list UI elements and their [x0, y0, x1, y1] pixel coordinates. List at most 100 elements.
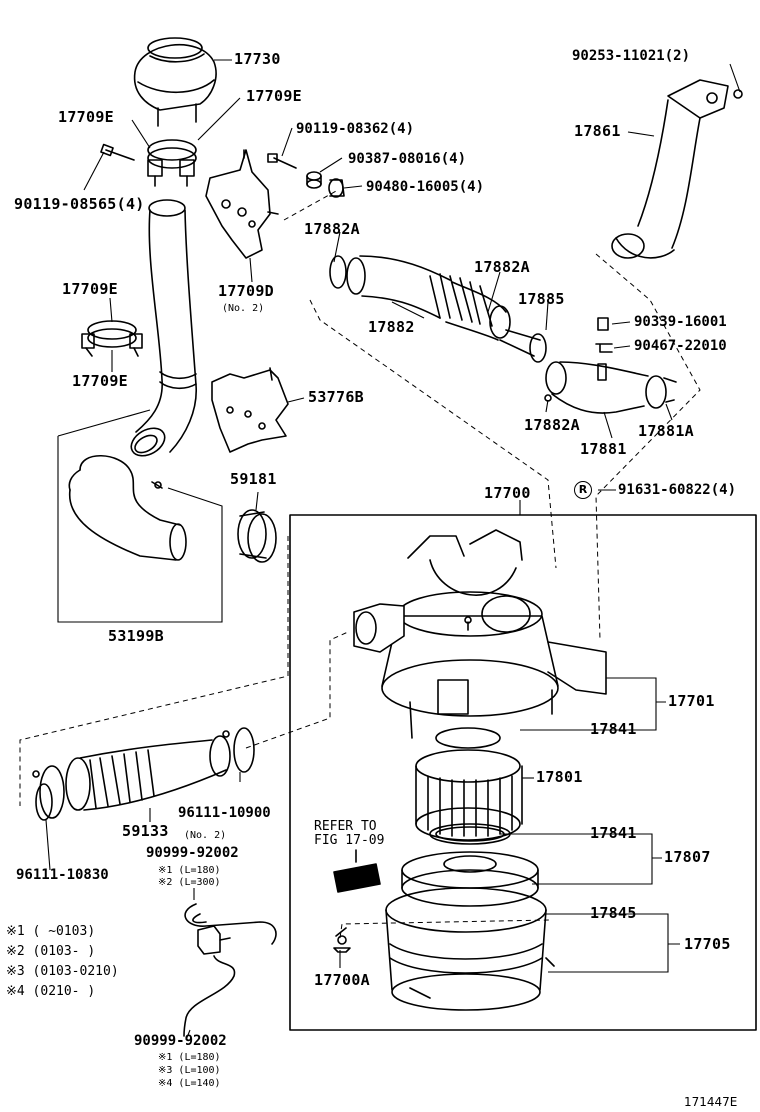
bracket-53776b-part — [212, 368, 288, 452]
gasket-17841-part — [430, 824, 510, 844]
label-59133-note: (No. 2) — [184, 830, 227, 841]
leader-90467 — [614, 346, 630, 348]
leader-90119-08362 — [282, 128, 292, 156]
label-17709e-b: 17709E — [246, 87, 302, 105]
leader-17709e-a — [132, 120, 150, 148]
dash-line-2 — [596, 254, 700, 640]
label-17841-a: 17841 — [590, 720, 637, 738]
label-17881: 17881 — [580, 440, 627, 458]
label-90999-b-note3: ※4 (L=140) — [158, 1078, 221, 1089]
intake-hose-left-part — [126, 200, 196, 461]
leader-90339 — [612, 322, 630, 324]
sheet-number: 171447E — [684, 1095, 738, 1109]
label-90999-b-note1: ※1 (L=180) — [158, 1052, 221, 1063]
dash-line-6 — [284, 190, 338, 220]
filter-17801-part — [416, 728, 522, 840]
cap-17807-part — [402, 852, 538, 906]
leader-59181 — [256, 492, 258, 510]
label-59133: 59133 — [122, 822, 169, 840]
label-90480-16005: 90480-16005(4) — [366, 179, 485, 195]
label-17709e-c: 17709E — [62, 280, 118, 298]
label-91631-60822: 91631-60822(4) — [618, 482, 737, 498]
hose-90999-92002-upper-part — [185, 904, 276, 944]
label-59181: 59181 — [230, 470, 277, 488]
label-17881a: 17881A — [638, 422, 694, 440]
label-53776b: 53776B — [308, 388, 364, 406]
duct-17882-part — [330, 256, 546, 362]
legend-line-1: ※1 ( ~0103) — [6, 924, 96, 939]
leader-17885 — [546, 302, 548, 330]
label-17730: 17730 — [234, 50, 281, 68]
label-17705: 17705 — [684, 935, 731, 953]
leader-90119-08565 — [84, 152, 104, 190]
label-17845: 17845 — [590, 904, 637, 922]
bolt-90119-08362-part — [268, 154, 296, 168]
refer-text-line2: FIG 17-09 — [314, 833, 385, 848]
label-53199b: 53199B — [108, 627, 164, 645]
case-17705-part — [334, 888, 554, 1010]
label-17701: 17701 — [668, 692, 715, 710]
label-17700: 17700 — [484, 484, 531, 502]
leader-90999-b — [186, 1030, 190, 1040]
leader-90387 — [320, 158, 342, 172]
label-17709d-note: (No. 2) — [222, 303, 265, 314]
refer-text-line1: REFER TO — [314, 819, 377, 834]
leader-17882a-b — [488, 272, 500, 312]
label-96111-10900: 96111-10900 — [178, 805, 271, 821]
leader-17881 — [604, 412, 612, 438]
leader-17882 — [392, 302, 424, 318]
case-17701-part — [354, 530, 606, 738]
leader-17705-bracket — [546, 914, 680, 972]
assembly-frame-box — [290, 515, 756, 1030]
connector-90999-part — [198, 926, 230, 954]
legend-line-4: ※4 (0210- ) — [6, 984, 96, 999]
label-17882a-b: 17882A — [474, 258, 530, 276]
label-17709d: 17709D — [218, 282, 274, 300]
label-90999-a-note2: ※2 (L=300) — [158, 877, 221, 888]
dash-line-1 — [310, 300, 556, 568]
label-17882: 17882 — [368, 318, 415, 336]
leader-90480 — [344, 186, 362, 188]
label-90999-92002-b: 90999-92002 — [134, 1033, 227, 1049]
dash-line-4 — [246, 632, 348, 748]
bracket-17709d-part — [206, 150, 278, 258]
cap-17730-part — [135, 38, 216, 126]
leader-53199b-bracket — [58, 410, 222, 622]
cushion-90480-part — [329, 179, 344, 197]
leader-17709d — [250, 258, 252, 282]
duct-59133-part — [33, 728, 254, 820]
leader-17881a — [666, 404, 672, 420]
label-90999-a-note1: ※1 (L=180) — [158, 865, 221, 876]
label-17807: 17807 — [664, 848, 711, 866]
label-17709e-a: 17709E — [58, 108, 114, 126]
label-90387-08016: 90387-08016(4) — [348, 151, 467, 167]
refer-fig-symbol — [334, 850, 380, 892]
label-17801: 17801 — [536, 768, 583, 786]
dash-line-5 — [340, 920, 550, 938]
label-17861: 17861 — [574, 122, 621, 140]
grommet-59181-part — [238, 510, 276, 562]
leader-17882a-c — [546, 400, 548, 412]
label-90119-08565: 90119-08565(4) — [14, 195, 145, 213]
spacer-90339-part — [598, 318, 608, 330]
label-17841-b: 17841 — [590, 824, 637, 842]
label-90339-16001: 90339-16001 — [634, 314, 727, 330]
dash-line-3 — [20, 536, 288, 806]
circle-r-symbol: R — [574, 481, 592, 499]
bushing-90387-part — [307, 172, 321, 188]
label-90119-08362: 90119-08362(4) — [296, 121, 415, 137]
clip-17700a-part — [336, 928, 346, 936]
bolt-90119-08565-part — [101, 145, 134, 160]
label-17885: 17885 — [518, 290, 565, 308]
legend-line-3: ※3 (0103-0210) — [6, 964, 119, 979]
hose-90999-92002-lower-part — [184, 956, 235, 1036]
leader-17709e-b — [198, 98, 240, 140]
leader-53776b — [288, 398, 304, 402]
label-90999-92002-a: 90999-92002 — [146, 845, 239, 861]
leader-17701-bracket — [520, 678, 666, 730]
label-17882a-c: 17882A — [524, 416, 580, 434]
hose-53199b-part — [69, 456, 186, 560]
leader-17861 — [628, 132, 654, 136]
legend-line-2: ※2 (0103- ) — [6, 944, 96, 959]
